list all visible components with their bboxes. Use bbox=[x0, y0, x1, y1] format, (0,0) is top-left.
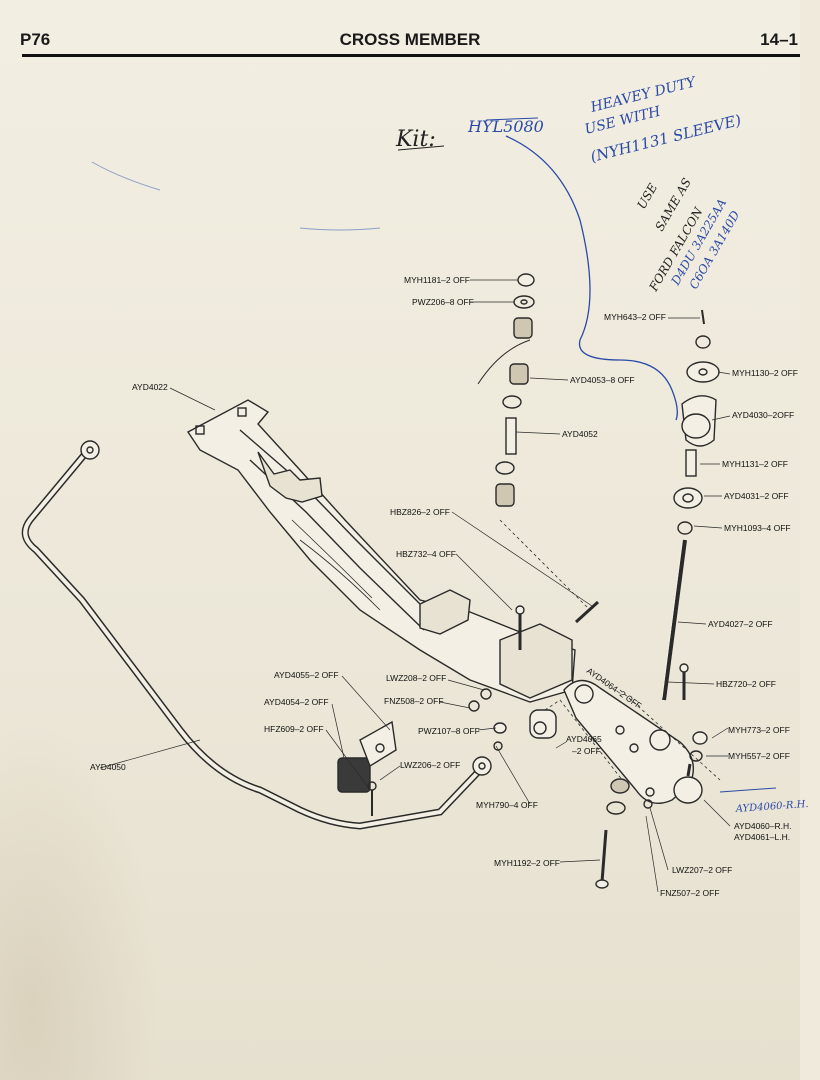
label-ayd4053: AYD4053–8 OFF bbox=[570, 375, 635, 385]
label-ayd4052: AYD4052 bbox=[562, 429, 598, 439]
pen-arrow bbox=[505, 135, 678, 421]
kit-label: Kit: bbox=[395, 127, 436, 152]
ford-line-1: USE bbox=[634, 181, 660, 212]
label-hbz826: HBZ826–2 OFF bbox=[390, 507, 450, 517]
label-myh790: MYH790–4 OFF bbox=[476, 800, 538, 810]
parts-diagram: Kit: HYL5080 HEAVEY DUTY USE WITH (NYH11… bbox=[21, 74, 809, 898]
label-ayd4065: AYD4065 bbox=[566, 734, 602, 744]
label-pwz107: PWZ107–8 OFF bbox=[418, 726, 480, 736]
label-myh1181: MYH1181–2 OFF bbox=[404, 275, 470, 285]
label-ayd4061: AYD4061–L.H. bbox=[734, 832, 790, 842]
label-myh1192: MYH1192–2 OFF bbox=[494, 858, 560, 868]
label-ayd4031: AYD4031–2 OFF bbox=[724, 491, 789, 501]
kit-underline bbox=[397, 145, 445, 151]
label-ayd4055: AYD4055–2 OFF bbox=[274, 670, 339, 680]
label-ayd4030: AYD4030–2OFF bbox=[732, 410, 794, 420]
strut-stack bbox=[661, 309, 720, 701]
rh-underline bbox=[719, 787, 777, 793]
page-background bbox=[0, 0, 800, 1080]
pencil-mark bbox=[91, 161, 161, 191]
header-rule bbox=[22, 54, 800, 57]
label-pwz206: PWZ206–8 OFF bbox=[412, 297, 474, 307]
label-hfz609: HFZ609–2 OFF bbox=[264, 724, 324, 734]
label-ayd4027: AYD4027–2 OFF bbox=[708, 619, 773, 629]
pencil-mark bbox=[299, 227, 381, 231]
label-myh773: MYH773–2 OFF bbox=[728, 725, 790, 735]
label-ayd4050: AYD4050 bbox=[90, 762, 126, 772]
label-lwz208: LWZ208–2 OFF bbox=[386, 673, 446, 683]
label-myh1093: MYH1093–4 OFF bbox=[724, 523, 791, 533]
label-ayd4065-qty: –2 OFF bbox=[572, 746, 601, 756]
cross-member bbox=[186, 399, 576, 703]
section-number: 14–1 bbox=[760, 30, 798, 49]
page-code: P76 bbox=[20, 30, 51, 49]
label-hbz720: HBZ720–2 OFF bbox=[716, 679, 776, 689]
label-ayd4022: AYD4022 bbox=[132, 382, 168, 392]
lower-bolts bbox=[468, 688, 708, 889]
kit-number: HYL5080 bbox=[467, 117, 544, 136]
rh-note: AYD4060-R.H. bbox=[734, 799, 808, 815]
leader-lines bbox=[99, 279, 731, 893]
anti-roll-bar bbox=[21, 440, 492, 830]
label-lwz207: LWZ207–2 OFF bbox=[672, 865, 732, 875]
label-lwz206: LWZ206–2 OFF bbox=[400, 760, 460, 770]
label-ayd4060: AYD4060–R.H. bbox=[734, 821, 791, 831]
label-hbz732: HBZ732–4 OFF bbox=[396, 549, 456, 559]
label-fnz507: FNZ507–2 OFF bbox=[660, 888, 720, 898]
tie-rod-stack bbox=[477, 273, 600, 650]
label-myh557: MYH557–2 OFF bbox=[728, 751, 790, 761]
label-myh643: MYH643–2 OFF bbox=[604, 312, 666, 322]
paper-stain bbox=[0, 720, 160, 1080]
bar-bush-clamp bbox=[337, 720, 397, 816]
label-myh1131: MYH1131–2 OFF bbox=[722, 459, 788, 469]
label-ayd4054: AYD4054–2 OFF bbox=[264, 697, 329, 707]
lower-control-arm bbox=[529, 679, 721, 804]
label-myh1130: MYH1130–2 OFF bbox=[732, 368, 798, 378]
label-fnz508: FNZ508–2 OFF bbox=[384, 696, 444, 706]
pen-underline bbox=[485, 117, 539, 121]
page-title: CROSS MEMBER bbox=[339, 30, 481, 49]
